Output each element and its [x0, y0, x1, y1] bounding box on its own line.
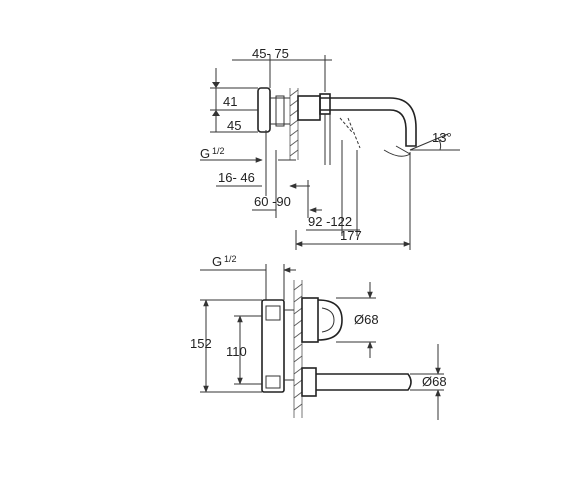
handle-rosette-top	[257, 87, 290, 133]
dim-60-90-label: 60 -90	[254, 194, 291, 209]
mixer-body-front	[261, 299, 294, 393]
dim-152-label: 152	[190, 336, 212, 351]
dim-177-label: 177	[340, 228, 362, 243]
spout-front	[301, 367, 412, 397]
thread-fraction-label: 1/2	[212, 146, 225, 156]
thread-fraction-label-bottom: 1/2	[224, 254, 237, 264]
dim-45-75-label: 45- 75	[252, 46, 289, 61]
dim-92-122-label: 92 -122	[308, 214, 352, 229]
wall-section-top	[289, 88, 299, 160]
dim-41-label: 41	[223, 94, 237, 109]
front-view: G 1/2	[190, 254, 447, 420]
dim-45-label: 45	[227, 118, 241, 133]
dia-68-spout-label: Ø68	[422, 374, 447, 389]
side-view: 45- 75 41 45 G 1/2 16- 46 60 -90 92 -122	[200, 46, 460, 250]
thread-g-label: G	[200, 146, 210, 161]
dim-16-46-label: 16- 46	[218, 170, 255, 185]
angle-13-label: 13°	[432, 130, 452, 145]
dim-110-label: 110	[226, 344, 247, 359]
wall-section-bottom	[293, 280, 303, 418]
handle-front	[301, 297, 343, 343]
thread-g-label-bottom: G	[212, 254, 222, 269]
dia-68-handle-label: Ø68	[354, 312, 379, 327]
